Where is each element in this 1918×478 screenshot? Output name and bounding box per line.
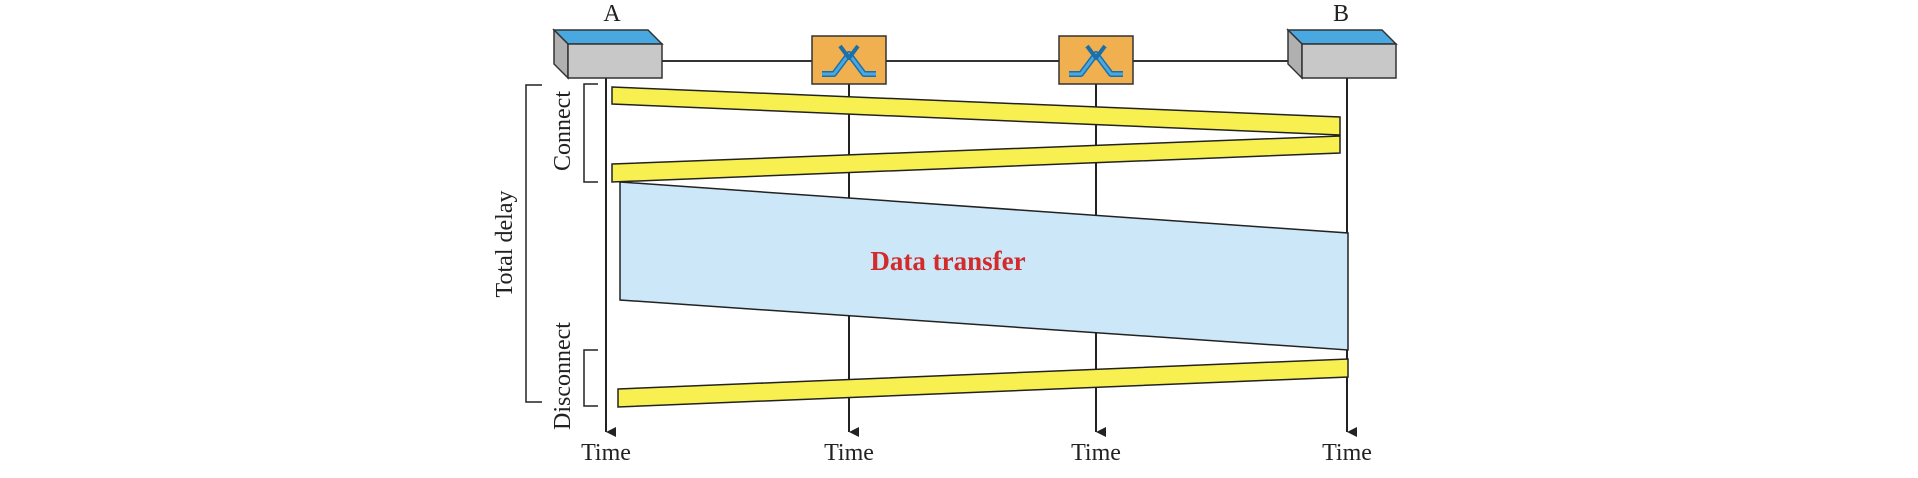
time-label-b: Time [1322, 440, 1372, 466]
host-computer-icon [552, 28, 664, 80]
total-delay-bracket [525, 84, 542, 403]
data-transfer-label: Data transfer [870, 246, 1025, 276]
time-label-a: Time [581, 440, 631, 466]
connect-bracket [583, 83, 598, 183]
connect-label: Connect [550, 91, 576, 171]
packet-switch-icon [811, 35, 887, 85]
disconnect-label: Disconnect [550, 322, 576, 430]
connect-request-signal [611, 86, 1341, 136]
connect-accept-signal [611, 135, 1341, 183]
disconnect-signal [617, 358, 1349, 408]
time-label-switch-1: Time [824, 440, 874, 466]
node-label-a: A [603, 1, 621, 27]
host-computer-icon [1286, 28, 1398, 80]
packet-switch-icon [1058, 35, 1134, 85]
disconnect-bracket [583, 349, 598, 407]
data-transfer-block [619, 181, 1349, 351]
total-delay-label: Total delay [492, 191, 518, 298]
time-label-switch-2: Time [1071, 440, 1121, 466]
node-label-b: B [1333, 1, 1349, 27]
